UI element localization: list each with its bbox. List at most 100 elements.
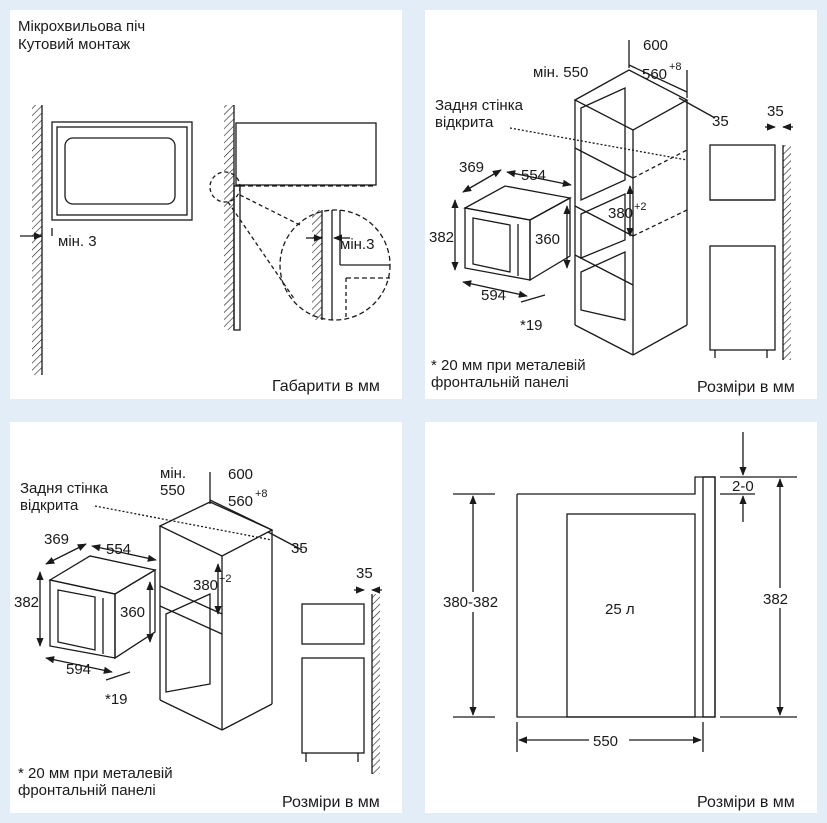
dim-380-tolerance: +2 <box>634 201 647 213</box>
dim-554: 554 <box>106 541 131 558</box>
volume-label: 25 л <box>605 601 635 618</box>
microwave-window <box>472 217 511 273</box>
dim-550: 550 <box>593 733 618 750</box>
dim-19: *19 <box>520 317 543 334</box>
cabinet-bottom-left <box>159 699 223 731</box>
microwave-side <box>114 568 156 660</box>
dim-382: 382 <box>14 594 39 611</box>
panel1-title-line1: Мікрохвильова піч <box>18 18 145 35</box>
shelf-1 <box>574 147 634 179</box>
dim-382: 382 <box>429 229 454 246</box>
front-panel <box>702 476 716 718</box>
side-panel <box>233 185 241 331</box>
shelf-1 <box>159 585 223 615</box>
appliance-outer-frame <box>516 476 716 718</box>
side-wall-hatch <box>372 594 380 774</box>
shelf-3 <box>574 254 634 286</box>
side-microwave <box>709 144 776 201</box>
dim-380-tolerance: +2 <box>219 573 232 585</box>
dim-369-arrow <box>462 169 502 193</box>
dim-35-line <box>678 97 716 119</box>
dim-19-line <box>520 294 546 303</box>
microwave-window <box>57 589 96 651</box>
dim-360: 360 <box>535 231 560 248</box>
panel2-caption: Розміри в мм <box>697 379 795 396</box>
detail-marker-circle <box>209 171 241 203</box>
corner-installation-panel: Мікрохвильова піч Кутовий монтаж мін. 3 <box>10 10 402 399</box>
dim-min550: мін. 550 <box>533 64 588 81</box>
dim-594-arrow <box>462 280 528 298</box>
dim-560: 560 <box>228 493 253 510</box>
left-wall-hatch <box>32 105 42 375</box>
back-wall-label-line2: відкрита <box>20 497 79 514</box>
corner-installation-drawing: Мікрохвильова піч Кутовий монтаж мін. 3 <box>18 18 391 395</box>
min3-detail-label: мін.3 <box>340 236 374 253</box>
dim-594: 594 <box>66 661 91 678</box>
microwave-front-outline <box>51 121 193 221</box>
dim-380: 380 <box>193 577 218 594</box>
cabinet-bottom-right <box>221 703 273 731</box>
microwave-front <box>49 579 116 659</box>
min3-left-label: мін. 3 <box>58 233 97 250</box>
panel1-title-line2: Кутовий монтаж <box>18 36 130 53</box>
dim-369-arrow <box>45 543 87 565</box>
dim-560-tolerance: +8 <box>255 488 268 500</box>
dim-360: 360 <box>120 604 145 621</box>
dim-19-line <box>105 671 131 681</box>
dim-2-0: 2-0 <box>732 478 754 495</box>
volume-drawing: 25 л 380-382 382 2-0 550 Розміри в мм <box>443 432 797 811</box>
cabinet-upper-opening <box>580 86 626 202</box>
shelf-2 <box>159 605 223 635</box>
dim-369: 369 <box>44 531 69 548</box>
installation-dimensions-drawing-2: мін. 550 600 560 +8 Задня стінка відкрит… <box>14 465 382 811</box>
dim-380: 380 <box>608 205 633 222</box>
detail-leader-1 <box>239 194 301 226</box>
dim-600: 600 <box>643 37 668 54</box>
cavity <box>566 513 696 718</box>
dim-35-side: 35 <box>356 565 373 582</box>
microwave-door-window <box>64 137 176 205</box>
microwave-top <box>48 555 157 595</box>
side-wall-hatch <box>783 145 791 360</box>
dim-380-382: 380-382 <box>443 594 498 611</box>
detail-leader-2 <box>227 201 296 301</box>
note-line1: * 20 мм при металевій <box>431 357 586 374</box>
installation-dimensions-drawing: 600 мін. 550 560 +8 Задня стінка відкрит… <box>429 37 795 396</box>
dim-382: 382 <box>763 591 788 608</box>
side-cabinet <box>301 657 365 754</box>
side-wall-hatch <box>224 105 234 330</box>
dim-600-line <box>628 64 688 93</box>
shelf-2 <box>574 205 634 237</box>
panel1-caption: Габарити в мм <box>272 378 380 395</box>
dim-19: *19 <box>105 691 128 708</box>
dim-35-side: 35 <box>767 103 784 120</box>
panel4-caption: Розміри в мм <box>697 794 795 811</box>
cabinet-lower-opening <box>165 592 211 693</box>
detail-wall-hatch <box>312 210 322 320</box>
back-wall-label-line1: Задня стінка <box>435 97 524 114</box>
dim-554-arrow <box>91 544 157 562</box>
back-wall-label-line1: Задня стінка <box>20 480 109 497</box>
dim-600: 600 <box>228 466 253 483</box>
cabinet-bottom-right <box>632 324 688 356</box>
installation-dimensions-panel: 600 мін. 550 560 +8 Задня стінка відкрит… <box>425 10 817 399</box>
dim-min-line2: 550 <box>160 482 185 499</box>
dim-594-arrow <box>45 656 113 674</box>
panel3-caption: Розміри в мм <box>282 794 380 811</box>
microwave-side-view <box>235 122 377 186</box>
dim-560-tolerance: +8 <box>669 61 682 73</box>
dim-554-arrow <box>506 170 572 187</box>
dim-380-382-bg <box>443 592 511 612</box>
dim-35-line <box>267 531 303 551</box>
side-microwave <box>301 603 365 645</box>
microwave-front-inner <box>56 126 188 216</box>
cabinet-top <box>573 69 689 131</box>
dim-560: 560 <box>642 66 667 83</box>
cabinet-top <box>158 501 274 557</box>
microwave-top <box>463 185 572 221</box>
side-cabinet <box>709 245 776 351</box>
dim-35-cabinet: 35 <box>712 113 729 130</box>
dim-min-line1: мін. <box>160 465 186 482</box>
dim-550-bg <box>589 730 629 750</box>
shelf-dashed-1 <box>632 149 688 179</box>
